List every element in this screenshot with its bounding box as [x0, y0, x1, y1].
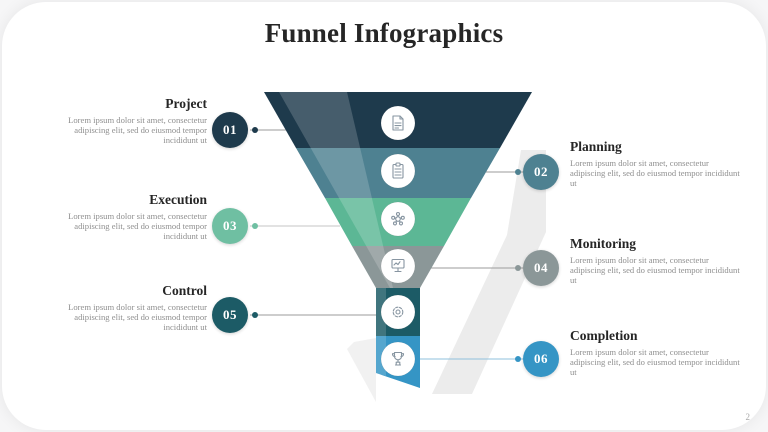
- monitor-icon: [391, 258, 405, 273]
- step-label: Completion: [570, 328, 638, 343]
- background-swoosh-shape: [347, 150, 546, 402]
- connector-dot-02: [515, 169, 521, 175]
- step-block-execution: Execution Lorem ipsum dolor sit amet, co…: [42, 192, 207, 242]
- funnel-highlight-stripe: [279, 92, 393, 288]
- step-label: Control: [162, 283, 207, 298]
- network-icon: [391, 211, 405, 226]
- document-report-icon: [392, 115, 404, 131]
- gear-icon: [392, 306, 404, 318]
- connector-lines: [250, 127, 523, 362]
- step-description: Lorem ipsum dolor sit amet, consectetur …: [570, 255, 740, 286]
- step-block-control: Control Lorem ipsum dolor sit amet, cons…: [42, 283, 207, 333]
- step-block-monitoring: Monitoring Lorem ipsum dolor sit amet, c…: [570, 236, 742, 286]
- step-description: Lorem ipsum dolor sit amet, consectetur …: [68, 302, 207, 333]
- step-number-badge-02: 02: [523, 154, 559, 190]
- step-block-project: Project Lorem ipsum dolor sit amet, cons…: [42, 96, 207, 146]
- connector-dot-03: [252, 223, 258, 229]
- step-number-badge-04: 04: [523, 250, 559, 286]
- step-label: Planning: [570, 139, 622, 154]
- step-description: Lorem ipsum dolor sit amet, consectetur …: [570, 347, 740, 378]
- step-number-badge-01: 01: [212, 112, 248, 148]
- step-description: Lorem ipsum dolor sit amet, consectetur …: [68, 211, 207, 242]
- step-block-planning: Planning Lorem ipsum dolor sit amet, con…: [570, 139, 742, 189]
- connector-dot-01: [252, 127, 258, 133]
- step-label: Monitoring: [570, 236, 636, 251]
- step-block-completion: Completion Lorem ipsum dolor sit amet, c…: [570, 328, 742, 378]
- funnel-icons: [380, 105, 416, 377]
- clipboard-icon: [392, 162, 404, 179]
- step-number-badge-03: 03: [212, 208, 248, 244]
- page-number: 2: [745, 412, 751, 422]
- step-description: Lorem ipsum dolor sit amet, consectetur …: [570, 158, 740, 189]
- step-label: Project: [165, 96, 207, 111]
- connector-dot-04: [515, 265, 521, 271]
- step-number-badge-05: 05: [212, 297, 248, 333]
- connector-dot-05: [252, 312, 258, 318]
- slide-title: Funnel Infographics: [264, 18, 504, 48]
- step-number-badge-06: 06: [523, 341, 559, 377]
- trophy-icon: [391, 351, 405, 366]
- connector-dot-06: [515, 356, 521, 362]
- step-label: Execution: [149, 192, 207, 207]
- step-description: Lorem ipsum dolor sit amet, consectetur …: [68, 115, 207, 146]
